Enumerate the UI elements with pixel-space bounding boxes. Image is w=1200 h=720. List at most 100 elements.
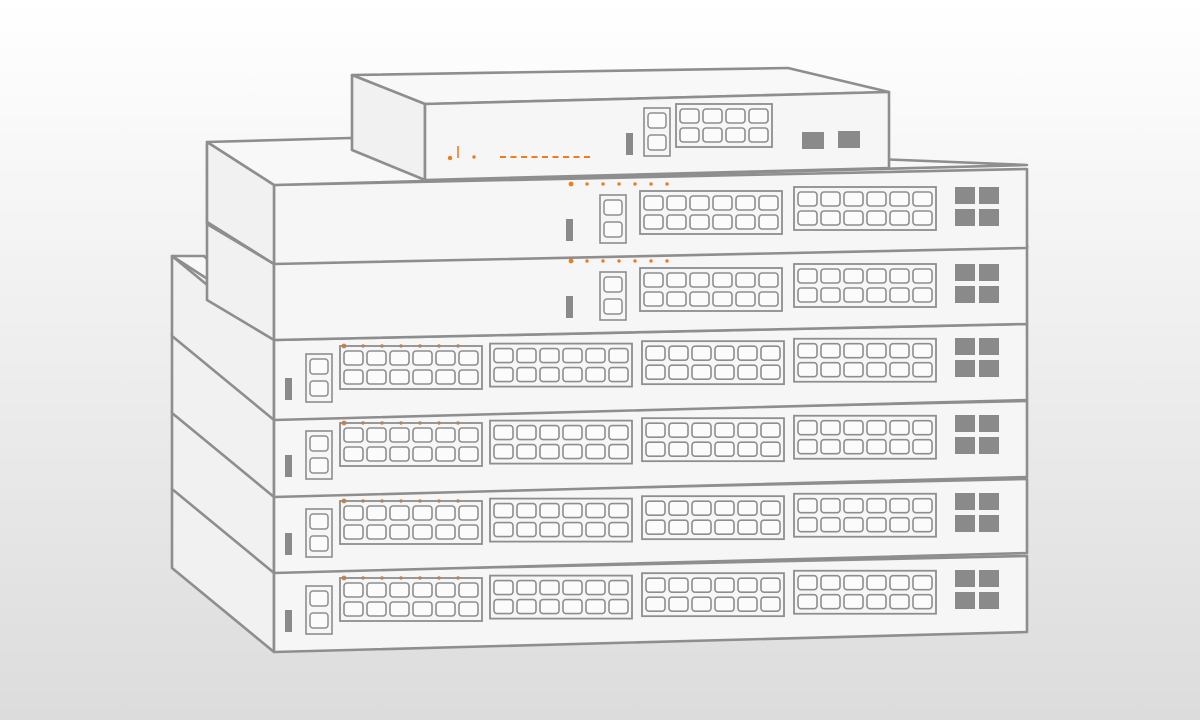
ethernet-port	[712, 214, 733, 230]
ethernet-port	[516, 443, 537, 460]
ethernet-port	[435, 427, 456, 443]
ethernet-port	[608, 347, 629, 364]
console-port	[603, 298, 623, 315]
ethernet-port	[666, 214, 687, 230]
status-led	[552, 156, 559, 158]
sfp-slot	[955, 360, 975, 377]
ethernet-port	[645, 519, 666, 535]
ethernet-port	[366, 601, 387, 617]
status-led	[472, 155, 476, 159]
ethernet-port	[820, 419, 841, 436]
ethernet-port	[668, 364, 689, 380]
ethernet-port	[493, 424, 514, 441]
ethernet-port	[562, 347, 583, 364]
sfp-slot	[979, 286, 999, 303]
ethernet-port	[889, 419, 910, 436]
ethernet-port	[714, 441, 735, 457]
ethernet-port	[758, 214, 779, 230]
ethernet-port	[889, 268, 910, 284]
ethernet-port	[912, 419, 933, 436]
ethernet-port	[458, 350, 479, 366]
ethernet-port	[585, 598, 606, 615]
ethernet-port	[737, 519, 758, 535]
ethernet-port	[585, 502, 606, 519]
ethernet-port	[797, 268, 818, 284]
ethernet-port	[679, 108, 700, 124]
ethernet-port	[760, 596, 781, 612]
ethernet-port	[702, 127, 723, 143]
ethernet-port	[608, 579, 629, 596]
ethernet-port	[820, 342, 841, 359]
ethernet-port	[820, 574, 841, 591]
ethernet-port	[343, 427, 364, 443]
console-port	[603, 199, 623, 216]
ethernet-port	[539, 443, 560, 460]
power-indicator	[566, 219, 573, 241]
ethernet-port	[689, 291, 710, 307]
ethernet-port	[645, 441, 666, 457]
sfp-slot	[838, 131, 860, 148]
ethernet-port	[689, 272, 710, 288]
ethernet-port	[343, 524, 364, 540]
switch-unit-desktop	[350, 66, 891, 182]
ethernet-port	[912, 342, 933, 359]
ethernet-port	[645, 596, 666, 612]
ethernet-port	[562, 502, 583, 519]
ethernet-port	[366, 582, 387, 598]
status-led	[568, 181, 574, 187]
ethernet-port	[366, 350, 387, 366]
ethernet-port	[820, 191, 841, 207]
port-group	[641, 340, 785, 386]
sfp-slot	[802, 132, 824, 149]
sfp-slot	[955, 493, 975, 510]
ethernet-port	[866, 593, 887, 610]
console-port	[647, 112, 667, 129]
power-indicator	[285, 378, 292, 400]
sfp-slot	[955, 437, 975, 454]
ethernet-port	[866, 342, 887, 359]
ethernet-port	[412, 582, 433, 598]
ethernet-port	[714, 500, 735, 516]
ethernet-port	[366, 369, 387, 385]
ethernet-port	[668, 500, 689, 516]
ethernet-port	[435, 369, 456, 385]
ethernet-port	[608, 521, 629, 538]
ethernet-port	[389, 446, 410, 462]
ethernet-port	[714, 596, 735, 612]
ethernet-port	[389, 601, 410, 617]
ethernet-port	[760, 500, 781, 516]
port-group	[339, 422, 483, 467]
ethernet-port	[666, 195, 687, 211]
status-led	[617, 182, 621, 186]
console-port-group	[305, 508, 333, 558]
ethernet-port	[493, 502, 514, 519]
ethernet-port	[366, 446, 387, 462]
status-led	[665, 259, 669, 263]
ethernet-port	[889, 574, 910, 591]
ethernet-port	[912, 287, 933, 303]
status-led	[665, 182, 669, 186]
status-led	[585, 182, 589, 186]
ethernet-port	[389, 524, 410, 540]
ethernet-port	[435, 446, 456, 462]
sfp-slot	[979, 360, 999, 377]
status-led	[601, 259, 605, 263]
ethernet-port	[737, 345, 758, 361]
ethernet-port	[668, 596, 689, 612]
ethernet-port	[912, 593, 933, 610]
ethernet-port	[516, 598, 537, 615]
ethernet-port	[889, 593, 910, 610]
status-led	[531, 156, 538, 158]
ethernet-port	[412, 369, 433, 385]
ethernet-port	[343, 601, 364, 617]
ethernet-port	[668, 577, 689, 593]
ethernet-port	[643, 272, 664, 288]
ethernet-port	[843, 419, 864, 436]
ethernet-port	[714, 577, 735, 593]
sfp-slot	[979, 570, 999, 587]
ethernet-port	[912, 438, 933, 455]
port-group	[641, 495, 785, 541]
ethernet-port	[866, 268, 887, 284]
ethernet-port	[516, 366, 537, 383]
ethernet-port	[758, 291, 779, 307]
